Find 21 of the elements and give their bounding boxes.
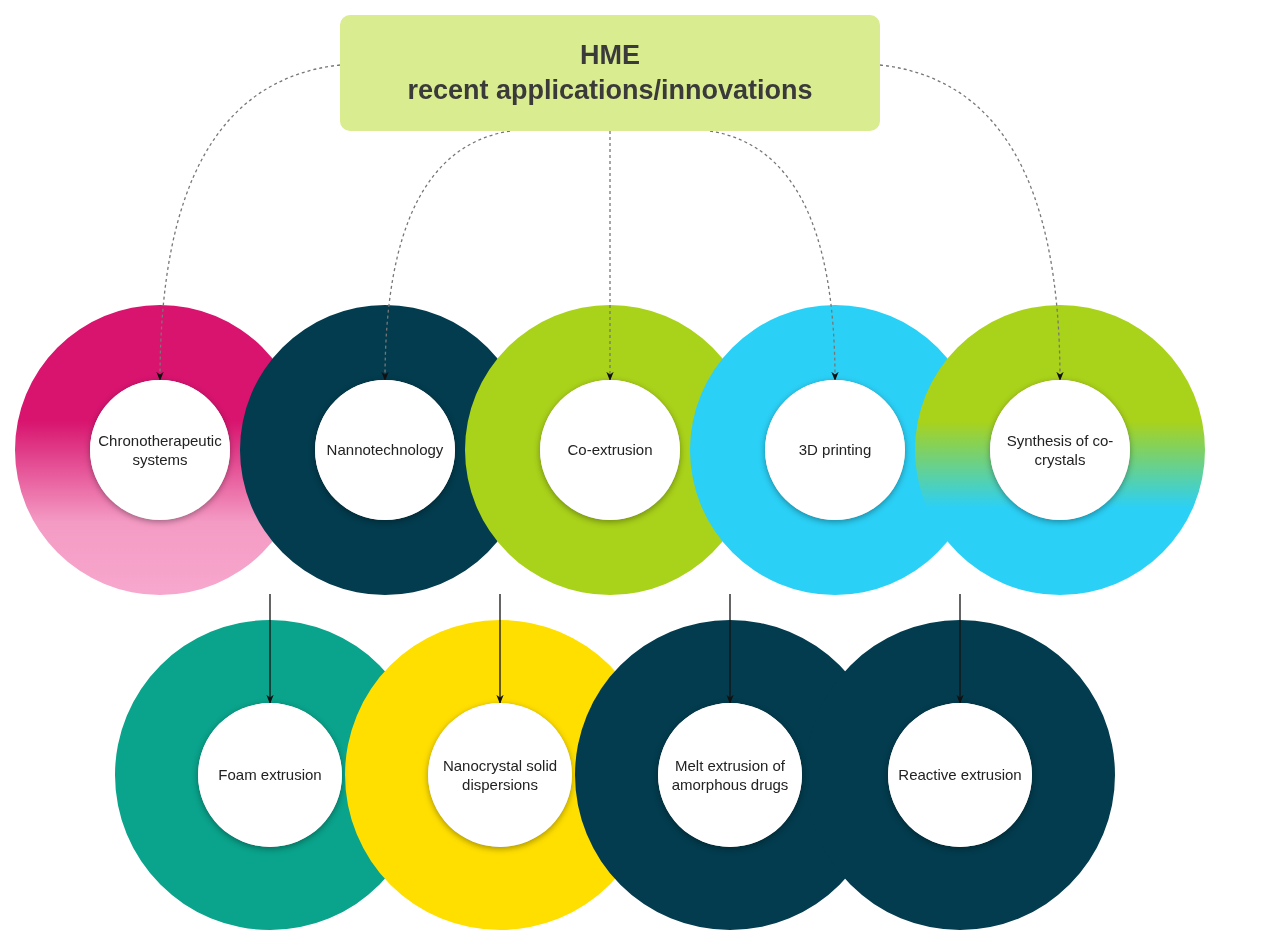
arrow [266, 593, 274, 704]
node-label: Foam extrusion [217, 765, 323, 785]
node-label: Synthesis of co-crystals [1005, 430, 1115, 470]
node-label: Nannotechnology [325, 440, 445, 460]
arrow [381, 130, 511, 381]
arrow [879, 64, 1064, 381]
title-box [340, 15, 880, 131]
arrow [496, 593, 504, 704]
arrow [956, 593, 964, 704]
node-label: 3D printing [797, 440, 873, 460]
node-label: Nanocrystal solid dispersions [441, 755, 559, 795]
node-label: Reactive extrusion [897, 765, 1023, 785]
title-text: HME [580, 40, 640, 71]
node-label: Chronotherapeutic systems [97, 430, 223, 470]
subtitle-text: recent applications/innovations [407, 75, 813, 106]
arrow [726, 593, 734, 704]
node-label: Co-extrusion [566, 440, 654, 460]
arrow [606, 130, 614, 381]
arrow [156, 64, 341, 381]
node-label: Melt extrusion of amorphous drugs [670, 755, 790, 795]
arrow [709, 130, 839, 381]
